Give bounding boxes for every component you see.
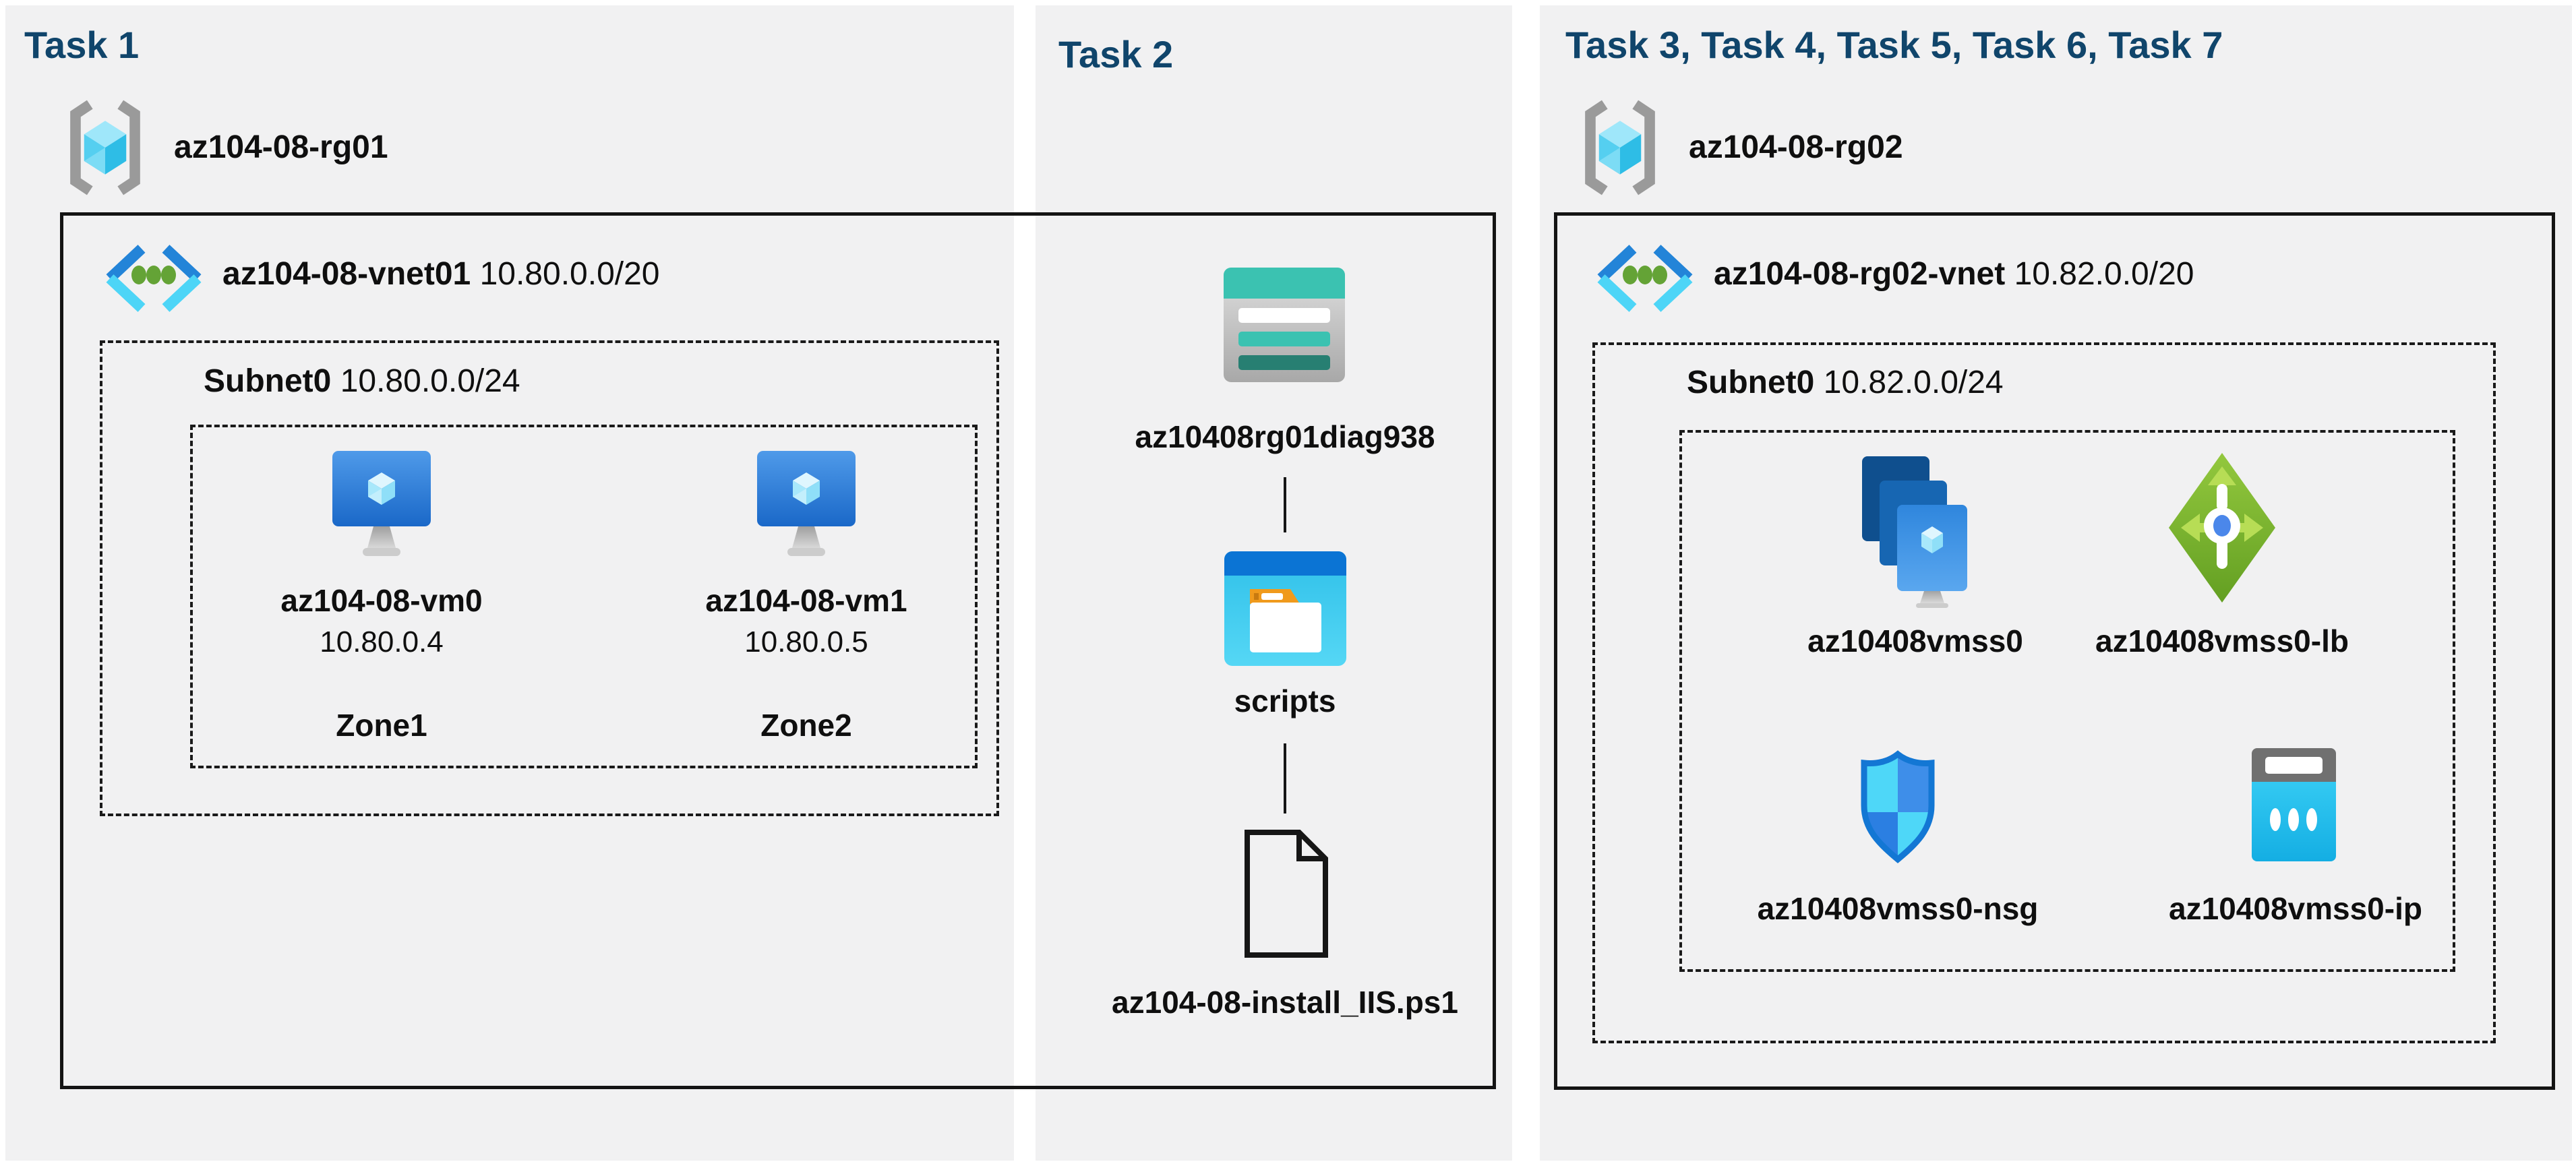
virtual-machine-icon [331, 450, 432, 561]
subnet1-name: Subnet0 [204, 363, 332, 399]
task3to7-heading: Task 3, Task 4, Task 5, Task 6, Task 7 [1565, 24, 2223, 66]
vm-name: az104-08-vm1 [705, 583, 907, 618]
vnet1-boundary-box [60, 212, 1496, 1089]
vm-ip: 10.80.0.5 [744, 625, 868, 658]
connector-storage-scripts [1284, 477, 1286, 532]
storage-account-name: az10408rg01diag938 [1135, 419, 1435, 454]
subnet2-label: Subnet0 10.82.0.0/24 [1687, 367, 2004, 399]
virtual-network-icon [1591, 243, 1699, 314]
network-security-group-name: az10408vmss0-nsg [1757, 891, 2039, 926]
script-file-name: az104-08-install_IIS.ps1 [1112, 985, 1458, 1020]
vm-group-box [190, 425, 978, 768]
vm-zone: Zone1 [336, 708, 427, 743]
public-ip-name: az10408vmss0-ip [2169, 891, 2422, 926]
vm-scale-set-name: az10408vmss0 [1807, 623, 2023, 658]
vm-name: az104-08-vm0 [280, 583, 483, 618]
script-file-icon [1244, 829, 1329, 958]
vnet2-label: az104-08-rg02-vnet 10.82.0.0/20 [1714, 258, 2194, 290]
subnet1-label: Subnet0 10.80.0.0/24 [204, 365, 520, 398]
resource-group-name: az104-08-rg01 [174, 129, 388, 165]
task3to7-column [1540, 5, 2572, 1161]
resource-group-icon [63, 100, 148, 195]
vnet2-boundary-box [1554, 212, 2555, 1090]
vnet2-name: az104-08-rg02-vnet [1714, 256, 2006, 292]
storage-account-icon [1224, 268, 1345, 382]
subnet1-cidr: 10.80.0.0/24 [340, 363, 520, 399]
resource-group-icon [1578, 100, 1663, 195]
subnet1-box [100, 340, 999, 816]
resource-group-name: az104-08-rg02 [1689, 129, 1903, 165]
blob-container-icon [1224, 551, 1346, 666]
vnet1-name: az104-08-vnet01 [222, 256, 471, 292]
task1-heading: Task 1 [24, 24, 140, 66]
vm-zone: Zone2 [760, 708, 852, 743]
connector-scripts-file [1284, 743, 1286, 814]
vnet1-cidr: 10.80.0.0/20 [479, 256, 660, 292]
task1-column [5, 5, 1014, 1161]
vm-scale-set-icon [1862, 456, 1967, 608]
public-ip-icon [2252, 748, 2336, 861]
subnet2-name: Subnet0 [1687, 365, 1815, 400]
container-name: scripts [1234, 683, 1336, 718]
load-balancer-name: az10408vmss0-lb [2095, 623, 2349, 658]
load-balancer-icon [2166, 450, 2278, 605]
vmss-group-box [1679, 430, 2455, 972]
virtual-network-icon [100, 243, 208, 314]
vm-ip: 10.80.0.4 [320, 625, 444, 658]
virtual-machine-icon [756, 450, 857, 561]
task2-heading: Task 2 [1058, 33, 1174, 75]
network-security-group-icon [1856, 750, 1940, 863]
subnet2-cidr: 10.82.0.0/24 [1823, 365, 2004, 400]
subnet2-box [1592, 342, 2496, 1043]
vnet1-label: az104-08-vnet01 10.80.0.0/20 [222, 258, 659, 290]
vnet2-cidr: 10.82.0.0/20 [2014, 256, 2194, 292]
